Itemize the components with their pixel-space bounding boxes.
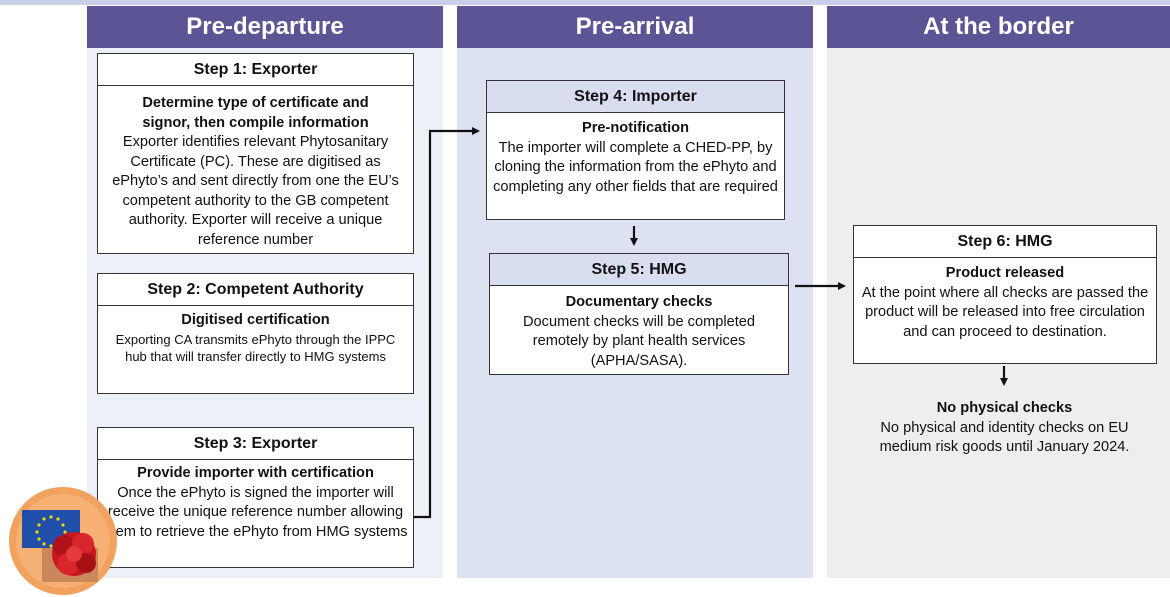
step-heading: Step 3: Exporter xyxy=(98,428,413,460)
step-heading: Step 4: Importer xyxy=(487,81,784,113)
step-2-box: Step 2: Competent Authority Digitised ce… xyxy=(97,273,414,394)
step-subheading: Digitised certification xyxy=(181,312,330,328)
step-body: Document checks will be completed remote… xyxy=(523,313,755,369)
step-subheading: Documentary checks xyxy=(565,294,713,310)
step-subheading: Provide importer with certification xyxy=(137,465,374,481)
step-body: Exporting CA transmits ePhyto through th… xyxy=(115,331,396,365)
step-subheading: Determine type of certificate and signor… xyxy=(142,95,369,131)
step-3-box: Step 3: Exporter Provide importer with c… xyxy=(97,427,414,568)
outcome-note: No physical checks No physical and ident… xyxy=(862,399,1147,458)
arrow-step3-to-step4 xyxy=(414,127,480,519)
column-header: Pre-arrival xyxy=(457,6,813,48)
carnation-flower-icon xyxy=(52,532,96,576)
step-body: Once the ePhyto is signed the importer w… xyxy=(103,484,408,540)
step-heading: Step 1: Exporter xyxy=(98,54,413,86)
column-header: Pre-departure xyxy=(87,6,443,48)
step-heading: Step 5: HMG xyxy=(490,254,788,286)
step-subheading: Pre-notification xyxy=(581,120,690,136)
step-heading: Step 2: Competent Authority xyxy=(98,274,413,306)
step-4-box: Step 4: Importer Pre-notification The im… xyxy=(486,80,785,220)
step-5-box: Step 5: HMG Documentary checks Document … xyxy=(489,253,789,375)
step-body: Exporter identifies relevant Phytosanita… xyxy=(112,134,399,248)
step-body: The importer will complete a CHED-PP, by… xyxy=(493,139,778,195)
step-1-box: Step 1: Exporter Determine type of certi… xyxy=(97,53,414,254)
step-body: At the point where all checks are passed… xyxy=(861,284,1149,340)
column-header: At the border xyxy=(827,6,1170,48)
top-accent-line xyxy=(0,0,1170,5)
step-heading: Step 6: HMG xyxy=(854,226,1156,258)
step-subheading: Product released xyxy=(945,265,1065,281)
eu-carnation-logo xyxy=(9,487,117,595)
outcome-subheading: No physical checks xyxy=(936,400,1073,416)
outcome-body: No physical and identity checks on EU me… xyxy=(879,419,1130,456)
step-6-box: Step 6: HMG Product released At the poin… xyxy=(853,225,1157,364)
